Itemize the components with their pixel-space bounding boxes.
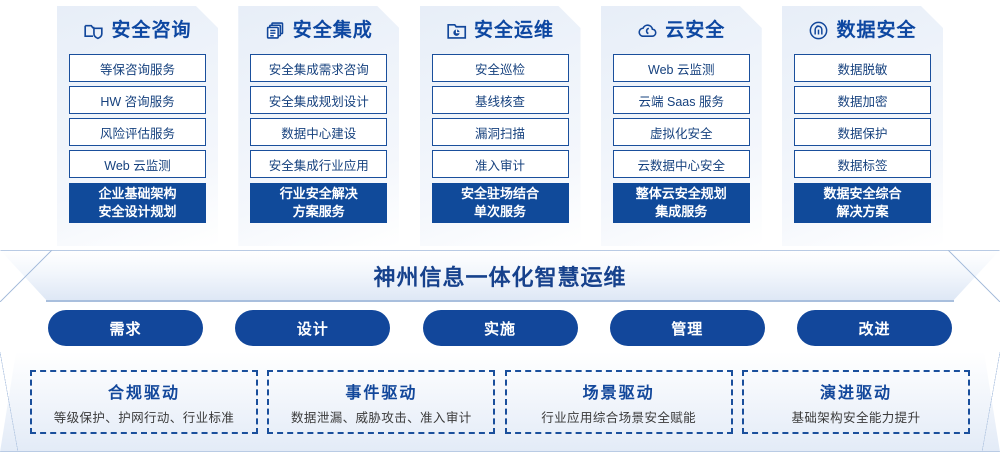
column-header: 安全咨询 — [69, 6, 206, 54]
service-item[interactable]: 安全巡检 — [432, 54, 569, 82]
service-column-security-operations[interactable]: 安全运维 安全巡检 基线核查 漏洞扫描 准入审计 安全驻场结合 单次服务 — [420, 6, 581, 246]
highlight-line: 数据安全综合 — [823, 186, 902, 202]
column-title: 数据安全 — [836, 19, 917, 41]
driver-title: 合规驱动 — [107, 384, 180, 402]
service-item[interactable]: 安全集成行业应用 — [250, 150, 387, 178]
service-item[interactable]: 等保咨询服务 — [69, 54, 206, 82]
column-highlight[interactable]: 数据安全综合 解决方案 — [794, 183, 931, 223]
drivers-right-edge — [982, 352, 1000, 452]
service-item[interactable]: 安全集成规划设计 — [250, 86, 387, 114]
column-highlight[interactable]: 安全驻场结合 单次服务 — [432, 183, 569, 223]
service-item[interactable]: 数据中心建设 — [250, 118, 387, 146]
service-item[interactable]: 数据加密 — [794, 86, 931, 114]
banner-baseline — [46, 300, 954, 302]
column-title: 安全咨询 — [111, 19, 192, 41]
drivers-left-edge — [0, 352, 18, 452]
highlight-line: 安全驻场结合 — [460, 186, 539, 202]
phase-pill-implementation[interactable]: 实施 — [422, 310, 578, 346]
driver-title: 场景驱动 — [582, 384, 655, 402]
column-title: 安全运维 — [473, 19, 554, 41]
column-header: 云安全 — [613, 6, 750, 54]
driver-subtitle: 数据泄漏、威胁攻击、准入审计 — [291, 410, 472, 425]
highlight-line: 行业安全解决 — [279, 186, 358, 202]
service-column-security-consulting[interactable]: 安全咨询 等保咨询服务 HW 咨询服务 风险评估服务 Web 云监测 企业基础架… — [57, 6, 218, 246]
stacked-documents-icon — [265, 20, 286, 41]
drivers-section: 合规驱动 等级保护、护网行动、行业标准 事件驱动 数据泄漏、威胁攻击、准入审计 … — [0, 352, 1000, 452]
service-item[interactable]: Web 云监测 — [69, 150, 206, 178]
platform-banner: 神州信息一体化智慧运维 — [0, 250, 1000, 302]
drivers-list: 合规驱动 等级保护、护网行动、行业标准 事件驱动 数据泄漏、威胁攻击、准入审计 … — [0, 352, 1000, 452]
service-item[interactable]: 安全集成需求咨询 — [250, 54, 387, 82]
phase-pill-design[interactable]: 设计 — [235, 310, 391, 346]
service-item[interactable]: 云数据中心安全 — [613, 150, 750, 178]
service-item[interactable]: 基线核查 — [432, 86, 569, 114]
highlight-line: 集成服务 — [655, 204, 708, 219]
service-item[interactable]: 风险评估服务 — [69, 118, 206, 146]
column-title: 云安全 — [665, 19, 726, 41]
service-item[interactable]: 漏洞扫描 — [432, 118, 569, 146]
service-item[interactable]: 数据保护 — [794, 118, 931, 146]
service-item[interactable]: 数据标签 — [794, 150, 931, 178]
driver-card-scenario[interactable]: 场景驱动 行业应用综合场景安全赋能 — [504, 370, 733, 434]
service-column-data-security[interactable]: 数据安全 数据脱敏 数据加密 数据保护 数据标签 数据安全综合 解决方案 — [782, 6, 943, 246]
driver-card-evolution[interactable]: 演进驱动 基础架构安全能力提升 — [741, 370, 970, 434]
highlight-line: 方案服务 — [292, 204, 345, 219]
highlight-line: 企业基础架构 — [98, 186, 177, 202]
service-columns: 安全咨询 等保咨询服务 HW 咨询服务 风险评估服务 Web 云监测 企业基础架… — [0, 6, 1000, 252]
column-highlight[interactable]: 行业安全解决 方案服务 — [250, 183, 387, 223]
service-item[interactable]: 虚拟化安全 — [613, 118, 750, 146]
service-item[interactable]: 准入审计 — [432, 150, 569, 178]
service-column-security-integration[interactable]: 安全集成 安全集成需求咨询 安全集成规划设计 数据中心建设 安全集成行业应用 行… — [238, 6, 399, 246]
service-item[interactable]: 云端 Saas 服务 — [613, 86, 750, 114]
highlight-line: 单次服务 — [473, 204, 526, 219]
driver-subtitle: 等级保护、护网行动、行业标准 — [53, 410, 235, 425]
banner-shape — [0, 250, 1000, 302]
phase-pill-improvement[interactable]: 改进 — [797, 310, 952, 346]
banner-left-edge — [0, 250, 52, 302]
service-item[interactable]: 数据脱敏 — [794, 54, 931, 82]
service-item[interactable]: HW 咨询服务 — [69, 86, 206, 114]
phase-pill-requirements[interactable]: 需求 — [48, 310, 203, 346]
driver-card-incident[interactable]: 事件驱动 数据泄漏、威胁攻击、准入审计 — [267, 370, 496, 434]
driver-subtitle: 行业应用综合场景安全赋能 — [541, 410, 697, 425]
driver-title: 事件驱动 — [345, 384, 418, 402]
driver-title: 演进驱动 — [819, 384, 892, 402]
driver-subtitle: 基础架构安全能力提升 — [791, 410, 921, 425]
service-item[interactable]: Web 云监测 — [613, 54, 750, 82]
folder-shield-icon — [83, 20, 104, 41]
highlight-line: 安全设计规划 — [98, 204, 177, 219]
highlight-line: 解决方案 — [836, 204, 889, 219]
column-highlight[interactable]: 企业基础架构 安全设计规划 — [69, 183, 206, 223]
service-column-cloud-security[interactable]: 云安全 Web 云监测 云端 Saas 服务 虚拟化安全 云数据中心安全 整体云… — [601, 6, 762, 246]
banner-right-edge — [948, 250, 1000, 302]
column-header: 安全运维 — [432, 6, 569, 54]
driver-card-compliance[interactable]: 合规驱动 等级保护、护网行动、行业标准 — [30, 370, 258, 434]
column-title: 安全集成 — [292, 19, 373, 41]
column-highlight[interactable]: 整体云安全规划 集成服务 — [613, 183, 750, 223]
banner-title: 神州信息一体化智慧运维 — [373, 265, 627, 290]
monitor-chart-icon — [446, 20, 467, 41]
highlight-line: 整体云安全规划 — [635, 186, 727, 202]
drivers-shape — [0, 352, 1000, 452]
cloud-icon — [637, 20, 658, 41]
phase-pills: 需求 设计 实施 管理 改进 — [0, 310, 1000, 346]
phase-pill-management[interactable]: 管理 — [609, 310, 765, 346]
fingerprint-icon — [808, 20, 829, 41]
column-header: 安全集成 — [250, 6, 387, 54]
column-header: 数据安全 — [794, 6, 931, 54]
